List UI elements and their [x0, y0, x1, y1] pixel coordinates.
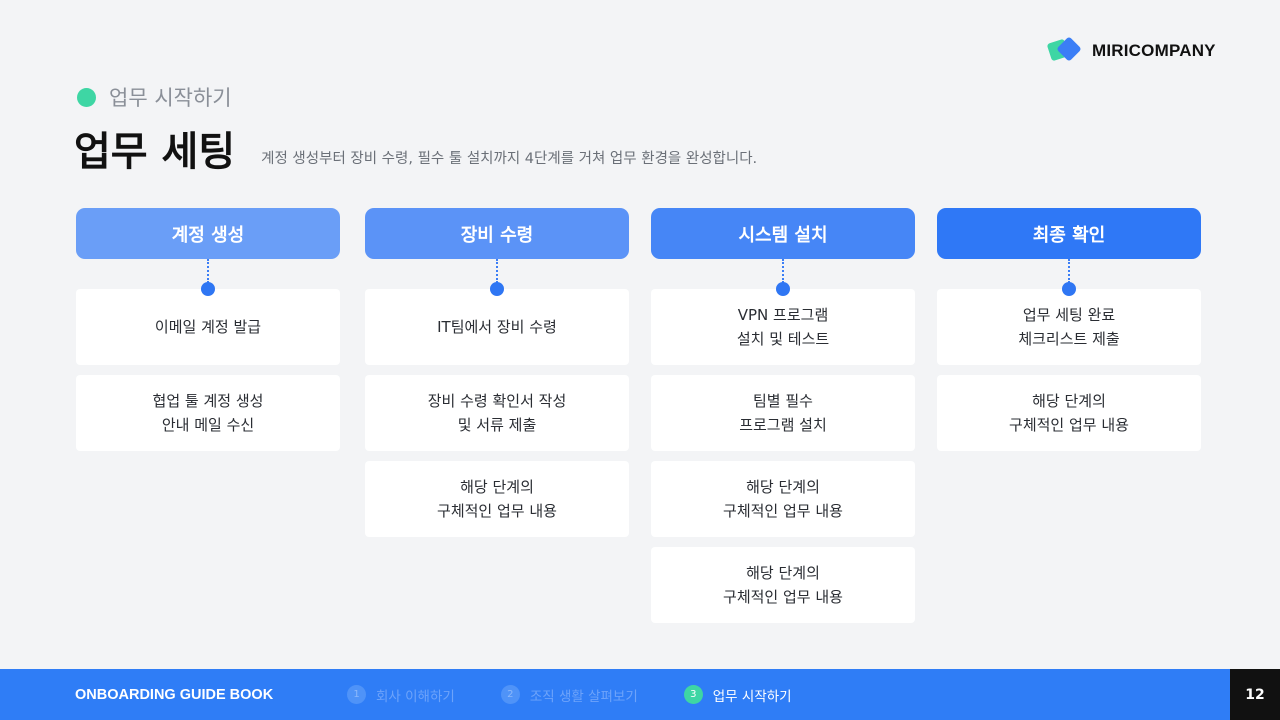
logo-mark-icon — [1046, 36, 1084, 64]
task-card: 해당 단계의 구체적인 업무 내용 — [365, 461, 629, 537]
nav-number: 2 — [500, 685, 520, 704]
company-logo: MIRICOMPANY — [1046, 36, 1216, 64]
nav-label: 업무 시작하기 — [712, 688, 792, 705]
step-connector — [365, 259, 629, 296]
task-card: 해당 단계의 구체적인 업무 내용 — [651, 547, 915, 623]
task-card: 이메일 계정 발급 — [76, 289, 340, 365]
step-column-2: 장비 수령 IT팀에서 장비 수령 장비 수령 확인서 작성 및 서류 제출 해… — [365, 208, 629, 537]
connector-node-icon — [490, 282, 504, 296]
logo-text: MIRICOMPANY — [1092, 41, 1216, 60]
task-card: VPN 프로그램 설치 및 테스트 — [651, 289, 915, 365]
page-number: 12 — [1230, 669, 1280, 720]
step-title: 최종 확인 — [1032, 224, 1106, 246]
step-header: 최종 확인 — [937, 208, 1201, 259]
page-title: 업무 세팅 — [74, 129, 236, 175]
connector-node-icon — [776, 282, 790, 296]
nav-item-organization[interactable]: 2 조직 생활 살펴보기 — [500, 685, 638, 705]
footer-brand: ONBOARDING GUIDE BOOK — [75, 686, 274, 703]
step-column-4: 최종 확인 업무 세팅 완료 체크리스트 제출 해당 단계의 구체적인 업무 내… — [937, 208, 1201, 451]
section-indicator: 업무 시작하기 — [77, 82, 232, 112]
task-card: 업무 세팅 완료 체크리스트 제출 — [937, 289, 1201, 365]
step-header: 장비 수령 — [365, 208, 629, 259]
task-card: 해당 단계의 구체적인 업무 내용 — [651, 461, 915, 537]
footer-bar: ONBOARDING GUIDE BOOK 1 회사 이해하기 2 조직 생활 … — [0, 669, 1280, 720]
step-connector — [937, 259, 1201, 296]
step-header: 계정 생성 — [76, 208, 340, 259]
step-title: 계정 생성 — [171, 224, 245, 246]
step-cards: IT팀에서 장비 수령 장비 수령 확인서 작성 및 서류 제출 해당 단계의 … — [365, 289, 629, 537]
step-header: 시스템 설치 — [651, 208, 915, 259]
section-label: 업무 시작하기 — [109, 86, 232, 110]
step-title: 시스템 설치 — [738, 224, 828, 246]
task-card: 장비 수령 확인서 작성 및 서류 제출 — [365, 375, 629, 451]
step-column-1: 계정 생성 이메일 계정 발급 협업 툴 계정 생성 안내 메일 수신 — [76, 208, 340, 451]
connector-node-icon — [1062, 282, 1076, 296]
step-cards: 이메일 계정 발급 협업 툴 계정 생성 안내 메일 수신 — [76, 289, 340, 451]
connector-node-icon — [201, 282, 215, 296]
step-column-3: 시스템 설치 VPN 프로그램 설치 및 테스트 팀별 필수 프로그램 설치 해… — [651, 208, 915, 623]
nav-label: 조직 생활 살펴보기 — [529, 688, 638, 705]
nav-item-company[interactable]: 1 회사 이해하기 — [347, 685, 455, 705]
page-subtitle: 계정 생성부터 장비 수령, 필수 툴 설치까지 4단계를 거쳐 업무 환경을 … — [261, 151, 758, 167]
title-row: 업무 세팅 계정 생성부터 장비 수령, 필수 툴 설치까지 4단계를 거쳐 업… — [74, 130, 757, 174]
task-card: 팀별 필수 프로그램 설치 — [651, 375, 915, 451]
step-cards: VPN 프로그램 설치 및 테스트 팀별 필수 프로그램 설치 해당 단계의 구… — [651, 289, 915, 623]
step-connector — [651, 259, 915, 296]
nav-label: 회사 이해하기 — [376, 688, 455, 705]
step-connector — [76, 259, 340, 296]
footer-nav: 1 회사 이해하기 2 조직 생활 살펴보기 3 업무 시작하기 — [347, 669, 792, 720]
nav-number: 3 — [683, 685, 703, 704]
nav-item-work-start[interactable]: 3 업무 시작하기 — [683, 685, 792, 705]
task-card: 협업 툴 계정 생성 안내 메일 수신 — [76, 375, 340, 451]
task-card: IT팀에서 장비 수령 — [365, 289, 629, 365]
section-dot-icon — [77, 87, 96, 107]
step-cards: 업무 세팅 완료 체크리스트 제출 해당 단계의 구체적인 업무 내용 — [937, 289, 1201, 451]
task-card: 해당 단계의 구체적인 업무 내용 — [937, 375, 1201, 451]
nav-number: 1 — [347, 685, 366, 704]
step-title: 장비 수령 — [460, 224, 534, 246]
